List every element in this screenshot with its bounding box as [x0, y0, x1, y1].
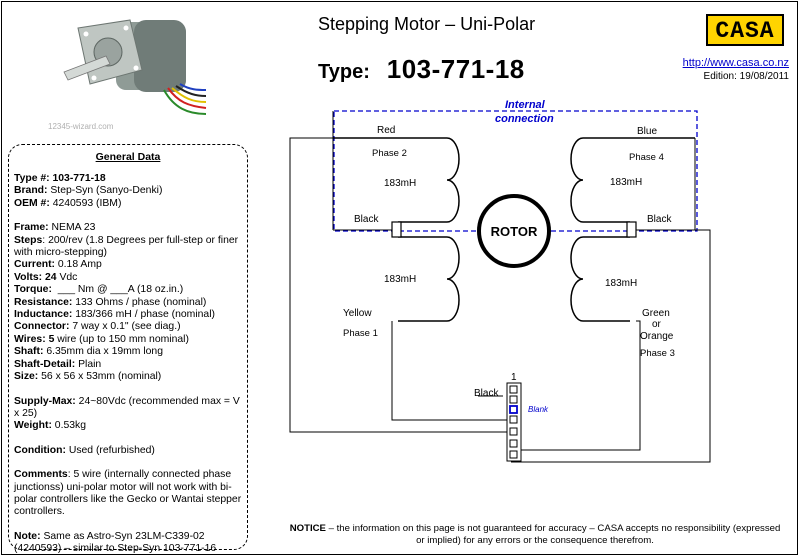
label-red: Red	[377, 125, 395, 136]
label-phase-1: Phase 1	[343, 328, 378, 339]
label-right-black: Black	[647, 214, 672, 225]
spec-connector: Connector: 7 way x 0.1" (see diag.)	[14, 321, 181, 333]
red-wire	[289, 137, 511, 433]
label-left-bottom-inductance: 183mH	[384, 274, 416, 285]
connector-pin-2	[509, 395, 518, 404]
label-pin-number: 1	[511, 372, 517, 383]
spec-volts: Volts: 24 Vdc	[14, 271, 78, 283]
left-tap-tab	[391, 221, 402, 238]
left-bottom-coil	[398, 236, 460, 322]
spec-brand: Brand: Step-Syn (Sanyo-Denki)	[14, 185, 163, 197]
photo-watermark: 12345-wizard.com	[48, 122, 114, 131]
spec-note: Note: Same as Astro-Syn 23LM-C339-02 (42…	[14, 530, 217, 555]
spec-shaft: Shaft: 6.35mm dia x 19mm long	[14, 346, 163, 358]
spec-inductance: Inductance: 183/366 mH / phase (nominal)	[14, 309, 215, 321]
spec-resistance: Resistance: 133 Ohms / phase (nominal)	[14, 296, 207, 308]
notice: NOTICE – the information on this page is…	[285, 523, 785, 546]
connector-pin-7	[509, 450, 518, 459]
page-title: Stepping Motor – Uni-Polar	[318, 14, 536, 34]
yellow-wire	[391, 321, 511, 421]
green-wire	[511, 320, 641, 451]
spec-shaft-detail: Shaft-Detail: Plain	[14, 358, 102, 370]
right-top-coil	[570, 137, 695, 223]
spec-frame: Frame: NEMA 23	[14, 222, 96, 234]
connector-pin-6	[509, 439, 518, 448]
connector-pin-1	[509, 385, 518, 394]
left-top-coil	[333, 137, 460, 223]
logo-text: CASA	[715, 18, 775, 44]
type-number: 103-771-18	[386, 54, 525, 84]
spec-steps: Steps: 200/rev (1.8 Degrees per full-ste…	[14, 234, 239, 259]
connector-pin-blank	[509, 405, 518, 414]
spec-wires: Wires: 5 wire (up to 150 mm nominal)	[14, 333, 189, 345]
label-right-top-inductance: 183mH	[610, 177, 642, 188]
label-phase-3: Phase 3	[640, 348, 675, 359]
right-tap-tab	[626, 221, 637, 238]
general-data-panel: General Data Type #: 103-771-18 Brand: S…	[8, 144, 248, 554]
label-blank: Blank	[528, 405, 549, 414]
type-row: Type: 103-771-18	[318, 54, 525, 85]
general-data-title: General Data	[95, 151, 161, 163]
spec-weight: Weight: 0.53kg	[14, 420, 86, 432]
rotor-label: ROTOR	[491, 224, 538, 239]
casa-logo: CASA	[706, 14, 784, 46]
rotor-circle	[477, 194, 551, 268]
label-blue: Blue	[637, 126, 657, 137]
connector-pin-4	[509, 415, 518, 424]
motor-photo	[38, 10, 208, 132]
edition-date: Edition: 19/08/2011	[703, 71, 789, 82]
label-phase-4: Phase 4	[629, 152, 664, 163]
spec-condition: Condition: Used (refurbished)	[14, 444, 155, 456]
spec-current: Current: 0.18 Amp	[14, 259, 102, 271]
spec-size: Size: 56 x 56 x 53mm (nominal)	[14, 371, 162, 383]
spec-supply: Supply-Max: 24~80Vdc (recommended max = …	[14, 395, 240, 419]
website-link[interactable]: http://www.casa.co.nz	[682, 57, 789, 69]
spec-type: Type #: 103-771-18	[14, 173, 106, 184]
label-or: or	[652, 319, 662, 330]
general-data-body: Type #: 103-771-18 Brand: Step-Syn (Sany…	[14, 173, 246, 556]
spec-comments: Comments: 5 wire (internally connected p…	[14, 469, 242, 518]
connection-label: connection	[495, 113, 554, 125]
type-label: Type:	[318, 61, 370, 83]
right-bottom-coil	[570, 236, 630, 322]
connector-pin-5	[509, 427, 518, 436]
label-orange: Orange	[640, 331, 674, 342]
blue-wire	[511, 229, 711, 463]
spec-torque: Torque: ___ Nm @ ___A (18 oz.in.)	[14, 284, 184, 296]
notice-text: – the information on this page is not gu…	[325, 523, 781, 546]
label-green: Green	[642, 308, 670, 319]
label-left-black: Black	[354, 214, 379, 225]
internal-label: Internal	[505, 99, 546, 111]
notice-label: NOTICE	[289, 523, 326, 534]
spec-oem: OEM #: 4240593 (IBM)	[14, 197, 122, 209]
label-connector-black: Black	[474, 388, 499, 399]
label-phase-2: Phase 2	[372, 148, 407, 159]
label-left-top-inductance: 183mH	[384, 178, 416, 189]
label-yellow: Yellow	[343, 308, 372, 319]
label-right-bottom-inductance: 183mH	[605, 278, 637, 289]
